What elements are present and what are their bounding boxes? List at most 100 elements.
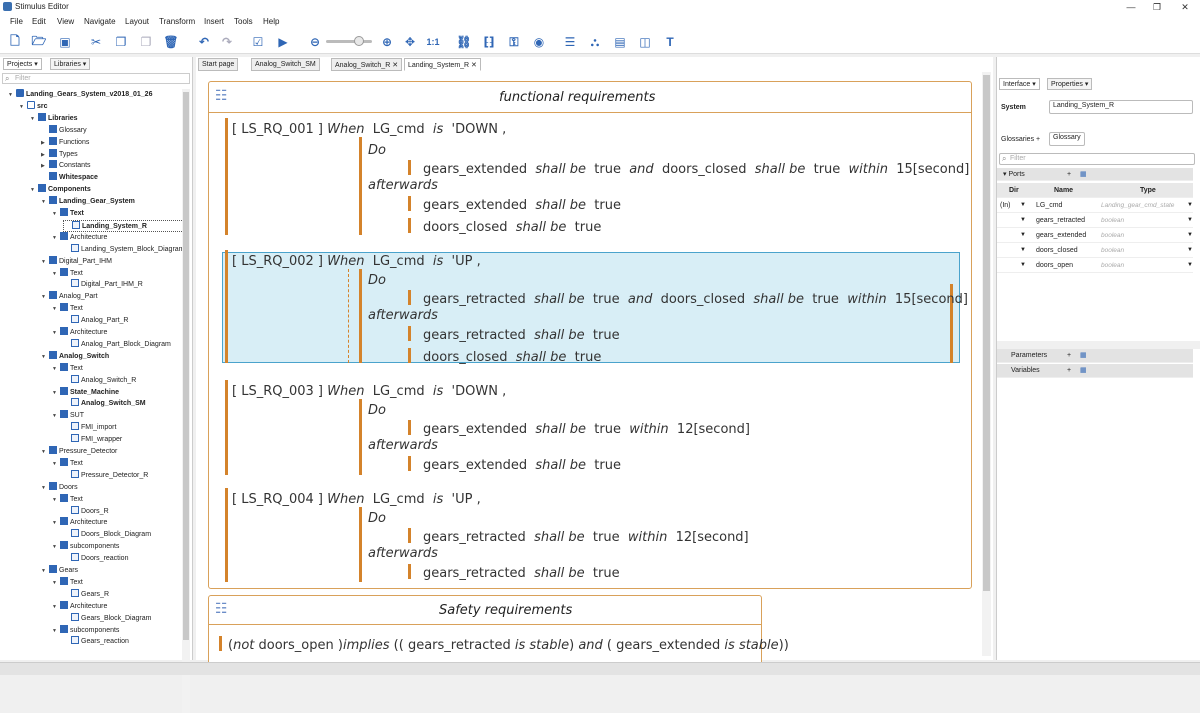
dropdown-arrow-icon[interactable]: ▼ <box>1187 262 1193 268</box>
expand-arrow-icon[interactable]: ▼ <box>52 365 57 372</box>
tree-item[interactable]: ▼Doors <box>41 481 78 494</box>
project-tree-scroll-thumb[interactable] <box>183 92 189 640</box>
maximize-button[interactable]: ❐ <box>1152 2 1162 12</box>
validate-icon[interactable]: ☑ <box>252 35 264 49</box>
collapse-arrow-icon[interactable]: ▶ <box>41 151 45 158</box>
ports-section-header[interactable]: ▾ Ports + ▦ <box>997 168 1193 181</box>
fit-icon[interactable]: ✥ <box>404 35 416 49</box>
expand-arrow-icon[interactable]: ▼ <box>19 103 24 110</box>
tree-item[interactable]: ▼Analog_Switch <box>41 350 109 363</box>
port-filter-input[interactable]: Filter <box>999 153 1195 165</box>
add-parameter-icon[interactable]: + <box>1067 352 1072 359</box>
expand-arrow-icon[interactable]: ▼ <box>41 449 46 455</box>
add-port-icon[interactable]: + <box>1067 171 1072 178</box>
port-name[interactable]: doors_open <box>1036 262 1073 269</box>
requirement-header[interactable]: [ LS_RQ_004 ] When LG_cmd is 'UP , <box>232 492 481 507</box>
requirement-line[interactable]: gears_extended shall be true within 12[s… <box>408 420 750 437</box>
zoom-slider[interactable] <box>326 40 372 43</box>
requirement-line[interactable]: gears_retracted shall be true within 12[… <box>408 528 749 545</box>
keyword-line[interactable]: afterwards <box>368 438 438 453</box>
expand-arrow-icon[interactable]: ▼ <box>52 306 57 313</box>
new-file-icon[interactable]: 🗋 <box>10 33 20 48</box>
tree-item[interactable]: ▼subcomponents <box>52 541 119 553</box>
tree-item[interactable]: ▼src <box>19 100 48 113</box>
tree-item[interactable]: ▶Types <box>41 148 78 161</box>
menu-view[interactable]: View <box>57 17 75 26</box>
ports-hscrollbar[interactable] <box>997 341 1200 349</box>
tab-projects[interactable]: Projects ▾ <box>3 58 42 70</box>
port-type[interactable]: boolean <box>1101 247 1125 254</box>
parameters-section-header[interactable]: Parameters + ▦ <box>997 349 1193 363</box>
menu-layout[interactable]: Layout <box>125 17 150 26</box>
cut-icon[interactable]: ✂ <box>90 35 102 49</box>
open-file-icon[interactable]: 🗁 <box>31 33 47 48</box>
requirement-line[interactable]: gears_extended shall be true and doors_c… <box>408 160 969 177</box>
collapse-arrow-icon[interactable]: ▶ <box>41 139 45 146</box>
block-diagram-icon[interactable]: ▤ <box>614 35 626 49</box>
expand-arrow-icon[interactable]: ▼ <box>52 211 57 217</box>
menu-file[interactable]: File <box>10 17 23 26</box>
port-type[interactable]: boolean <box>1101 217 1125 224</box>
collapse-arrow-icon[interactable]: ▶ <box>41 163 45 170</box>
tree-item[interactable]: FMI_wrapper <box>63 434 122 446</box>
expand-arrow-icon[interactable]: ▼ <box>52 413 57 420</box>
zoom-out-icon[interactable]: ⊖ <box>309 35 321 49</box>
tab-properties[interactable]: Properties ▾ <box>1047 78 1093 90</box>
zoom-reset-button[interactable]: 1:1 <box>426 37 440 47</box>
key-icon[interactable]: ⚿ <box>509 34 519 49</box>
menu-insert[interactable]: Insert <box>204 17 225 26</box>
requirement-line[interactable]: doors_closed shall be true <box>408 218 601 235</box>
tree-item[interactable]: Landing_System_R <box>63 219 184 232</box>
dropdown-arrow-icon[interactable]: ▼ <box>1020 232 1026 238</box>
variables-section-header[interactable]: Variables + ▦ <box>997 364 1193 378</box>
expand-arrow-icon[interactable]: ▼ <box>8 92 13 98</box>
tree-item[interactable]: ▼subcomponents <box>52 624 119 637</box>
expand-arrow-icon[interactable]: ▼ <box>41 294 46 301</box>
tree-item[interactable]: Digital_Part_IHM_R <box>63 279 143 291</box>
expand-arrow-icon[interactable]: ▼ <box>52 603 57 610</box>
expand-arrow-icon[interactable]: ▼ <box>52 330 57 336</box>
tree-item[interactable]: Gears_R <box>63 588 109 601</box>
tree-item[interactable]: ▼Components <box>30 184 91 196</box>
dropdown-arrow-icon[interactable]: ▼ <box>1020 262 1026 268</box>
requirement-line[interactable]: gears_retracted shall be true and doors_… <box>408 290 968 307</box>
expand-arrow-icon[interactable]: ▼ <box>30 187 35 194</box>
expand-arrow-icon[interactable]: ▼ <box>52 627 57 634</box>
dropdown-arrow-icon[interactable]: ▼ <box>1187 217 1193 223</box>
tree-item[interactable]: ▼Text <box>52 576 83 589</box>
tree-item[interactable]: ▼Pressure_Detector <box>41 446 117 458</box>
tree-item[interactable]: ▼Text <box>52 457 83 470</box>
requirement-line[interactable]: gears_retracted shall be true <box>408 564 620 581</box>
tree-item[interactable]: FMI_import <box>63 422 116 434</box>
keyword-line[interactable]: Do <box>368 273 386 288</box>
keyword-line[interactable]: afterwards <box>368 178 438 193</box>
minimize-button[interactable]: — <box>1126 2 1136 12</box>
tree-item[interactable]: Gears_reaction <box>63 636 129 648</box>
dropdown-arrow-icon[interactable]: ▼ <box>1020 247 1026 253</box>
menu-transform[interactable]: Transform <box>159 17 196 26</box>
tree-item[interactable]: Doors_reaction <box>63 553 128 565</box>
expand-arrow-icon[interactable]: ▼ <box>52 460 57 467</box>
tree-item[interactable]: Analog_Part_R <box>63 315 128 327</box>
tree-item[interactable]: ▼Landing_Gear_System <box>41 196 135 208</box>
eye-icon[interactable]: ◉ <box>533 35 545 49</box>
dropdown-arrow-icon[interactable]: ▼ <box>1020 217 1026 223</box>
tree-item[interactable]: ▼Architecture <box>52 517 107 529</box>
tree-item[interactable]: Landing_System_Block_Diagram <box>63 243 185 256</box>
requirement-line[interactable]: doors_closed shall be true <box>408 348 601 365</box>
safety-requirements-block[interactable]: ☷ Safety requirements (not doors_open )i… <box>208 595 789 665</box>
text-icon[interactable]: T <box>666 35 674 49</box>
glossary-chip[interactable]: Glossary <box>1049 132 1085 146</box>
port-name[interactable]: gears_extended <box>1036 232 1087 239</box>
tree-item[interactable]: Pressure_Detector_R <box>63 469 148 482</box>
tree-item[interactable]: ▼Gears <box>41 565 78 577</box>
menu-help[interactable]: Help <box>263 17 280 26</box>
undo-icon[interactable]: ↶ <box>198 35 210 49</box>
requirement-line[interactable]: gears_extended shall be true <box>408 196 621 213</box>
delete-icon[interactable]: 🗑 <box>163 35 179 49</box>
tab-libraries[interactable]: Libraries ▾ <box>50 58 91 70</box>
